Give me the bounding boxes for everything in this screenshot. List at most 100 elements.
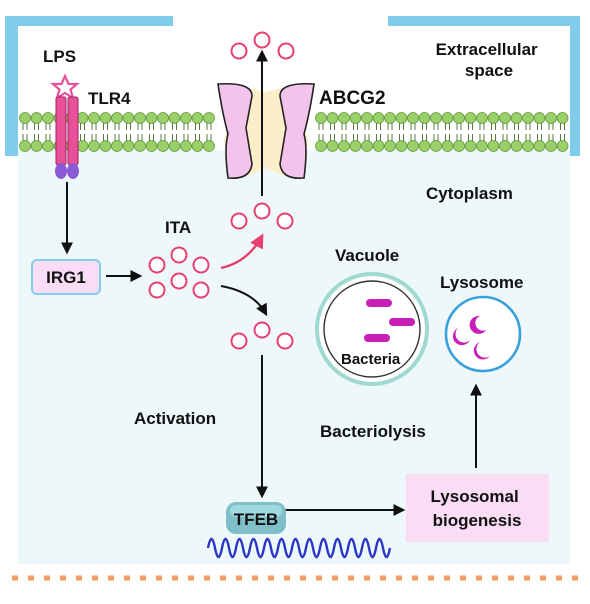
- itaconate-group-extracellular: [230, 31, 295, 60]
- lipid-tail: [341, 134, 347, 141]
- lipid-head: [418, 112, 431, 124]
- vacuole: [315, 272, 429, 386]
- lipid-head: [487, 140, 500, 152]
- lipid-tail: [456, 123, 462, 130]
- lipid-tail: [126, 134, 131, 141]
- lysosomal-biogenesis-box: [406, 474, 549, 542]
- lipid-head: [384, 140, 396, 152]
- lipid-tail: [149, 134, 154, 141]
- lipid-head: [441, 140, 454, 152]
- lipid-tail: [525, 134, 531, 141]
- lipid-head: [157, 140, 169, 152]
- lipid-tail: [387, 134, 393, 141]
- lipid-head: [441, 112, 454, 124]
- lipid-head: [522, 112, 534, 124]
- bacteria-fragment-icon: [473, 342, 490, 360]
- lipid-tail: [149, 123, 154, 130]
- lipid-head: [99, 112, 112, 124]
- lipid-head: [145, 140, 158, 152]
- activation-label: Activation: [134, 409, 216, 428]
- lipid-head: [510, 140, 523, 152]
- lipid-tail: [45, 134, 51, 141]
- lipid-head: [476, 140, 488, 152]
- arrow-ita-to-activation: [220, 285, 268, 317]
- lipid-tail: [537, 123, 542, 130]
- lipid-tail: [491, 123, 496, 130]
- lipid-head: [88, 112, 100, 124]
- lipid-tail: [126, 123, 131, 130]
- lipid-tail: [479, 123, 485, 130]
- lipid-head: [168, 112, 181, 124]
- lipid-tail: [114, 123, 120, 130]
- lipid-tail: [160, 123, 166, 130]
- lipid-tail: [387, 123, 393, 130]
- lipid-tail: [318, 134, 324, 141]
- lipid-tail: [560, 123, 565, 130]
- dna-strand: [206, 537, 392, 559]
- lipid-head: [122, 112, 135, 124]
- bacterium-icon: [364, 334, 390, 342]
- lipid-tail: [103, 134, 108, 141]
- bacteria-label: Bacteria: [341, 351, 401, 368]
- lipid-tail: [422, 134, 427, 141]
- lipid-tail: [364, 134, 370, 141]
- cytoplasm-label: Cytoplasm: [426, 184, 513, 203]
- lipid-tail: [433, 123, 439, 130]
- lipid-tail: [537, 134, 542, 141]
- lipid-head: [453, 140, 465, 152]
- lipid-tail: [514, 123, 519, 130]
- lipid-tail: [341, 123, 347, 130]
- lipid-tail: [172, 123, 177, 130]
- lipid-head: [464, 112, 477, 124]
- lipid-head: [510, 112, 523, 124]
- lipid-head: [134, 112, 146, 124]
- lipid-head: [191, 112, 204, 124]
- lipid-tail: [172, 134, 177, 141]
- lipid-tail: [422, 123, 427, 130]
- lipid-tail: [195, 134, 200, 141]
- bacteria-fragment-icon: [452, 328, 470, 346]
- arrows: [61, 49, 482, 528]
- lipid-tail: [376, 134, 381, 141]
- membrane-frame: [5, 16, 580, 156]
- lipid-head: [134, 140, 146, 152]
- lipid-head: [99, 140, 112, 152]
- lipid-tail: [330, 134, 335, 141]
- lipid-head: [19, 140, 31, 152]
- lipid-head: [338, 112, 350, 124]
- lipid-head: [361, 140, 373, 152]
- lipid-head: [326, 112, 339, 124]
- lipid-tail: [137, 123, 143, 130]
- lipid-tail: [410, 123, 416, 130]
- abcg2-label: ABCG2: [319, 88, 386, 109]
- lipid-tail: [137, 134, 143, 141]
- lipid-tail: [491, 134, 496, 141]
- ita-label: ITA: [165, 218, 191, 237]
- lipid-tail: [91, 123, 97, 130]
- lipid-tail: [80, 134, 85, 141]
- lipid-tail: [330, 123, 335, 130]
- vacuole-label: Vacuole: [335, 246, 399, 265]
- irg1-label: IRG1: [46, 268, 86, 287]
- lipid-head: [384, 112, 396, 124]
- lipid-head: [464, 140, 477, 152]
- lipid-head: [180, 140, 192, 152]
- lipid-head: [349, 140, 362, 152]
- lipid-head: [315, 112, 327, 124]
- lipid-tail: [514, 134, 519, 141]
- lipid-head: [111, 140, 123, 152]
- lysosome-label: Lysosome: [440, 273, 523, 292]
- lipid-head: [157, 112, 169, 124]
- lipid-head: [76, 140, 89, 152]
- lipid-head: [30, 140, 43, 152]
- lipid-head: [111, 112, 123, 124]
- lipid-tail: [160, 134, 166, 141]
- irg1-box: [31, 259, 101, 295]
- lipid-tail: [353, 134, 358, 141]
- lipid-tail: [548, 134, 554, 141]
- tlr4-label: TLR4: [88, 89, 131, 108]
- lipid-head: [361, 112, 373, 124]
- lipid-tail: [399, 123, 404, 130]
- lipid-tail: [364, 123, 370, 130]
